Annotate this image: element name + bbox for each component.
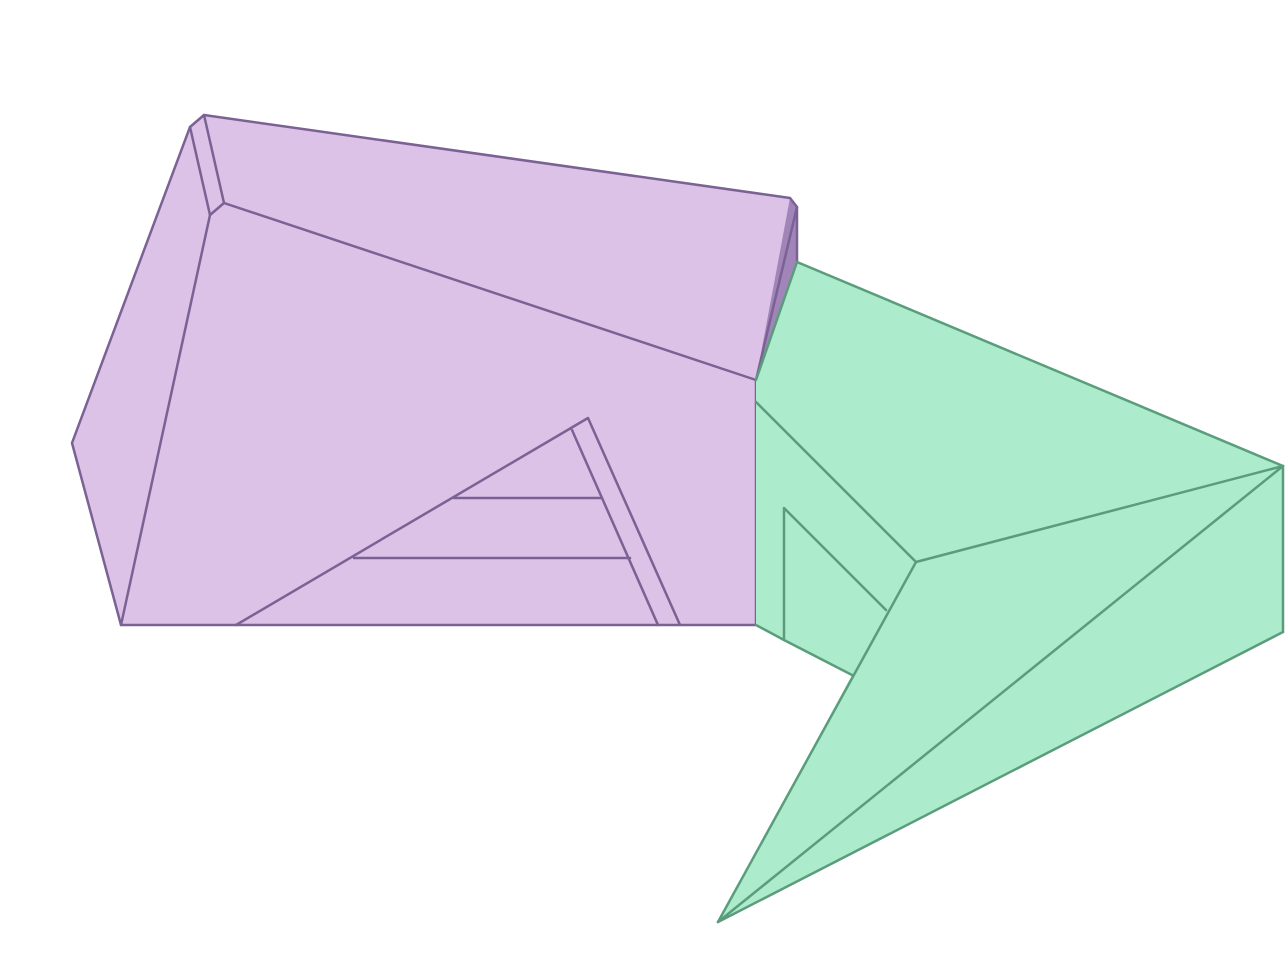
green-top-edge (795, 260, 1285, 468)
green-body-face (718, 262, 1283, 922)
green-solid (716, 260, 1285, 924)
green-ridge-edge (914, 464, 1285, 564)
purple-edges (70, 113, 799, 627)
green-bottom-edge (716, 630, 1285, 924)
purple-bevel-edge (188, 113, 226, 217)
green-notch-edge (782, 506, 888, 642)
purple-solid (70, 113, 799, 627)
purple-inner-triangle-edge (234, 416, 682, 627)
purple-top-diagonal-edge (222, 201, 758, 382)
green-left-edge (754, 260, 799, 382)
green-spine-edge (716, 464, 1285, 924)
green-diagonal-edge (754, 400, 918, 564)
green-ridge-edge (716, 560, 918, 924)
green-edges (716, 260, 1285, 924)
purple-body-face (72, 115, 797, 625)
purple-inner-triangle-edge (570, 428, 660, 627)
purple-left-inner-edge (119, 213, 212, 627)
